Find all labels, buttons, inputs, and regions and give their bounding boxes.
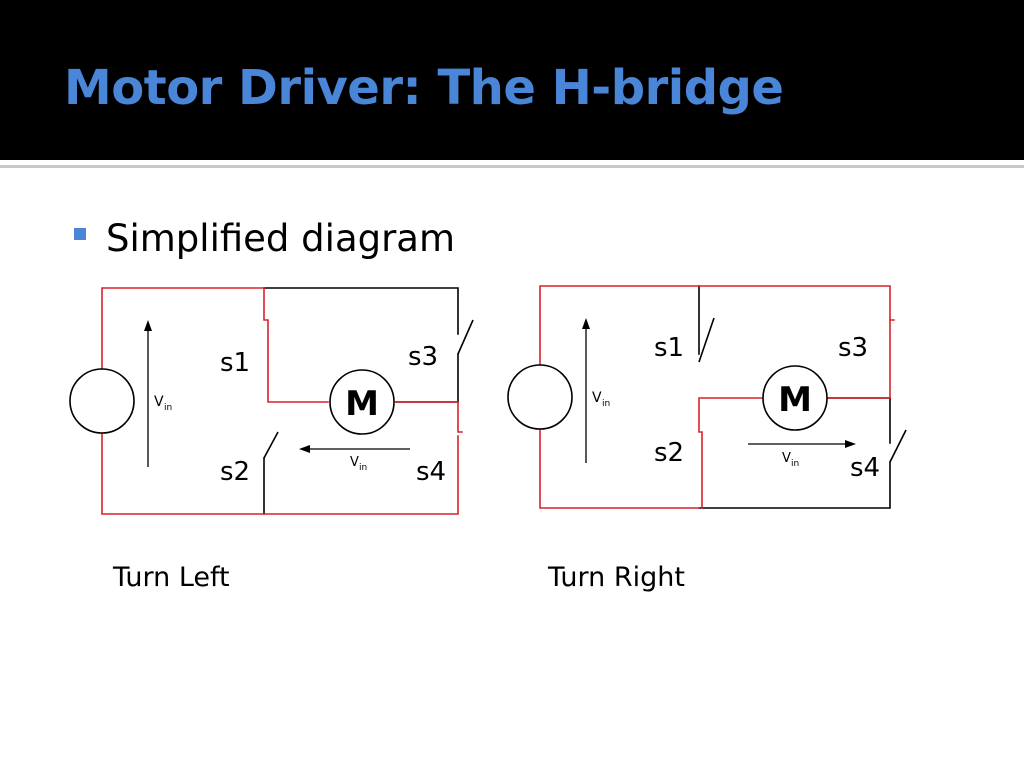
caption-turn-right: Turn Right: [548, 562, 685, 593]
caption-turn-left: Turn Left: [113, 562, 230, 593]
bullet-text: Simplified diagram: [106, 216, 456, 260]
active-path-s3: [827, 319, 891, 399]
switch-label-s4: s4: [850, 453, 880, 483]
active-path-s4: [395, 401, 463, 433]
motor-icon: [762, 365, 828, 431]
s3-switch-blade: [457, 319, 474, 355]
h-bridge-turn-left-diagram: V in M V in s1 s2 s3 s4: [60, 276, 480, 530]
wire-bottom-right: [698, 461, 891, 509]
current-arrow-head-icon: [299, 445, 310, 453]
wire-top-right: [263, 287, 459, 335]
vin-label: V: [592, 390, 602, 406]
motor-label: M: [345, 384, 379, 424]
motor-label: M: [778, 380, 812, 420]
vin-label-subscript: in: [164, 403, 172, 413]
title-divider: [0, 160, 1024, 164]
active-path-s1: [263, 287, 329, 403]
square-bullet-icon: [74, 228, 86, 240]
switch-label-s1: s1: [220, 348, 250, 378]
current-label: V: [350, 455, 359, 470]
active-path-s2: [698, 397, 763, 509]
current-arrow-head-icon: [845, 440, 856, 448]
wire-s4-upper: [827, 397, 891, 444]
vin-arrow-head-icon: [144, 320, 152, 331]
h-bridge-right-svg: V in M V in s1 s2 s3 s4: [507, 285, 907, 509]
title-bar: Motor Driver: The H-bridge: [0, 0, 1024, 160]
switch-label-s2: s2: [220, 457, 250, 487]
s4-switch-blade: [889, 429, 907, 463]
active-path-outer-left: [101, 287, 459, 515]
current-label: V: [782, 451, 791, 466]
s1-switch-blade: [698, 317, 715, 363]
h-bridge-turn-right-diagram: V in M V in s1 s2 s3 s4: [498, 274, 918, 528]
voltage-source-icon: [507, 364, 573, 430]
motor-icon: [329, 369, 395, 435]
current-label-subscript: in: [791, 459, 799, 469]
switch-label-s3: s3: [838, 333, 868, 363]
s2-switch-blade: [263, 431, 279, 459]
vin-label-subscript: in: [602, 399, 610, 409]
title-divider-shadow: [0, 165, 1024, 168]
switch-label-s4: s4: [416, 457, 446, 487]
slide-title: Motor Driver: The H-bridge: [64, 60, 784, 116]
voltage-source-icon: [69, 368, 135, 434]
current-label-subscript: in: [359, 463, 367, 473]
switch-label-s1: s1: [654, 333, 684, 363]
switch-label-s3: s3: [408, 342, 438, 372]
h-bridge-left-svg: V in M V in s1 s2 s3 s4: [69, 287, 474, 515]
bullet-item: Simplified diagram: [74, 212, 455, 264]
vin-label: V: [154, 394, 164, 410]
switch-label-s2: s2: [654, 438, 684, 468]
vin-arrow-head-icon: [582, 318, 590, 329]
